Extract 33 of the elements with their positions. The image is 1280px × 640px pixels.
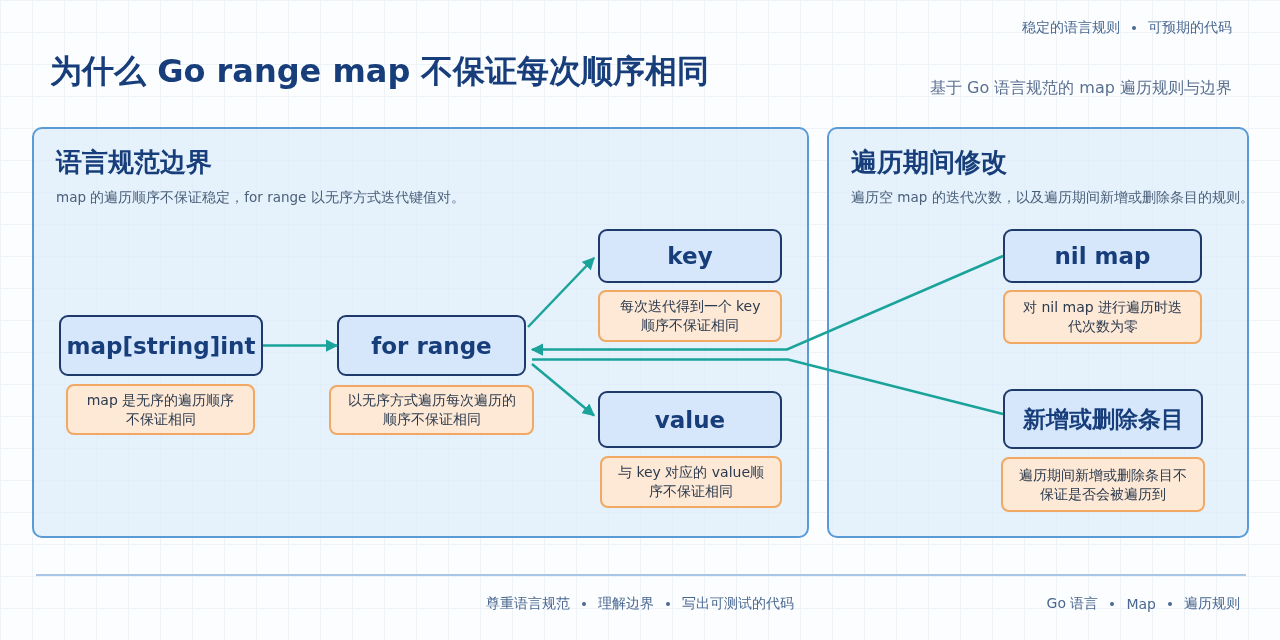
subtitle: 基于 Go 语言规范的 map 遍历规则与边界 bbox=[929, 77, 1232, 99]
footer-tag: Map bbox=[1126, 596, 1156, 612]
header-tag: 稳定的语言规则 bbox=[1022, 19, 1120, 37]
footer-tag: 写出可测试的代码 bbox=[682, 595, 794, 613]
note-box: 与 key 对应的 value顺序不保证相同 bbox=[600, 456, 782, 508]
section-panel bbox=[827, 127, 1249, 538]
title: 为什么 Go range map 不保证每次顺序相同 bbox=[50, 51, 710, 92]
note-box: 对 nil map 进行遍历时迭代次数为零 bbox=[1003, 290, 1202, 344]
note-box: 每次迭代得到一个 key顺序不保证相同 bbox=[598, 290, 782, 342]
concept-box: map[string]int bbox=[59, 315, 263, 376]
footer-tag: 尊重语言规范 bbox=[486, 595, 570, 613]
arrow bbox=[527, 257, 595, 328]
note-box: 遍历期间新增或删除条目不保证是否会被遍历到 bbox=[1001, 457, 1205, 512]
note-box: 以无序方式遍历每次遍历的顺序不保证相同 bbox=[329, 385, 534, 435]
footer-tag: 遍历规则 bbox=[1184, 595, 1240, 613]
header-tag: 可预期的代码 bbox=[1148, 19, 1232, 37]
note-box: map 是无序的遍历顺序不保证相同 bbox=[66, 384, 255, 435]
arrow bbox=[531, 363, 595, 417]
connector-line bbox=[532, 358, 1004, 416]
concept-box: 新增或删除条目 bbox=[1003, 389, 1203, 449]
concept-box: value bbox=[598, 391, 782, 448]
section-panel bbox=[32, 127, 809, 538]
arrow bbox=[263, 339, 339, 352]
concept-box: for range bbox=[337, 315, 526, 376]
footer-tag: Go 语言 bbox=[1046, 595, 1099, 613]
footer-tag: 理解边界 bbox=[598, 595, 654, 613]
panel-description: 遍历空 map 的迭代次数，以及遍历期间新增或删除条目的规则。 bbox=[851, 189, 1254, 207]
concept-box: key bbox=[598, 229, 782, 283]
arrow bbox=[530, 254, 1004, 356]
panel-description: map 的遍历顺序不保证稳定，for range 以无序方式迭代键值对。 bbox=[56, 189, 465, 207]
panel-heading: 遍历期间修改 bbox=[851, 146, 1007, 179]
panel-heading: 语言规范边界 bbox=[56, 146, 212, 179]
concept-box: nil map bbox=[1003, 229, 1202, 283]
